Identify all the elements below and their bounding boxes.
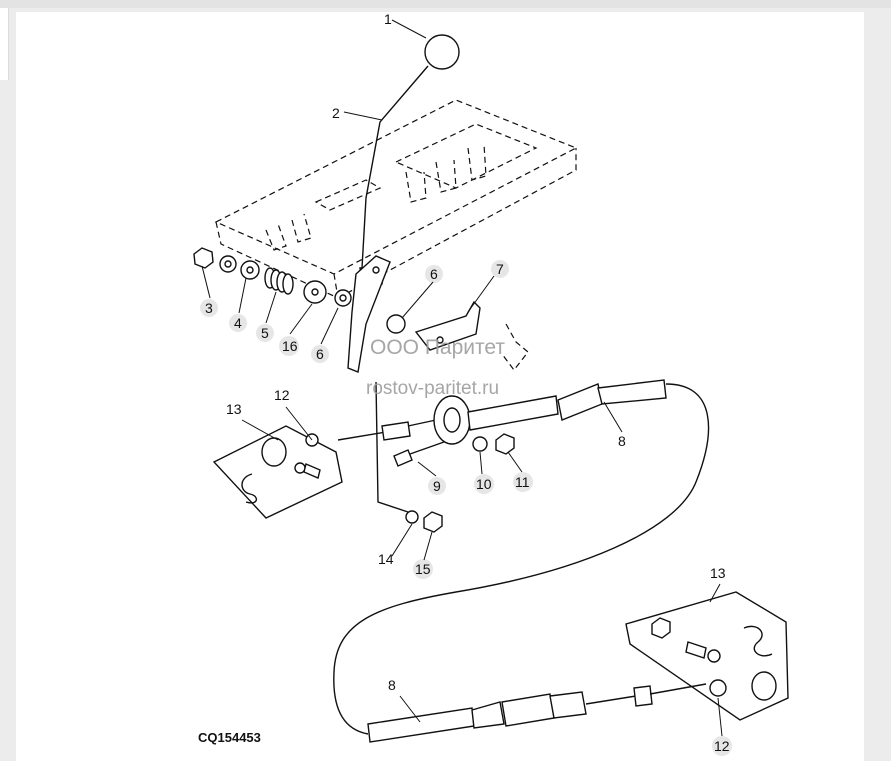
- callout-washer-top: 4: [234, 315, 242, 331]
- callout-labels: 1 2 3 4 5 16 6 6 7 8 9 10 11 12 13 14 15…: [205, 12, 730, 754]
- left-strip: [0, 8, 9, 80]
- callout-nut-bottom: 15: [415, 561, 431, 577]
- callout-washer-left: 6: [316, 346, 324, 362]
- lower-hardware: [405, 510, 443, 533]
- lever-bracket: [347, 255, 481, 513]
- callout-kit-upper: 13: [226, 401, 242, 417]
- callout-lock-washer: 10: [476, 476, 492, 492]
- callout-bolt: 9: [433, 478, 441, 494]
- hardware-stack: [193, 247, 352, 307]
- upper-cable-assembly: [333, 379, 710, 735]
- callout-washer-16: 16: [282, 338, 298, 354]
- figure-code: CQ154453: [198, 730, 261, 745]
- watermark-site: rostov-paritet.ru: [366, 378, 499, 399]
- leader-lines: [201, 19, 723, 737]
- callout-backgrounds: [200, 260, 732, 756]
- top-bar: [0, 0, 891, 8]
- diagram-panel: 1 2 3 4 5 16 6 6 7 8 9 10 11 12 13 14 15…: [16, 12, 864, 761]
- callout-washer-right: 6: [430, 266, 438, 282]
- callout-knob: 1: [384, 12, 392, 27]
- knob: [424, 34, 460, 70]
- callout-kit-lower: 13: [710, 565, 726, 581]
- callout-nut-mid: 11: [515, 474, 530, 490]
- callout-cable-lower: 8: [388, 677, 396, 693]
- callout-spring: 5: [261, 325, 269, 341]
- callout-clip: 14: [378, 551, 394, 567]
- tray-outline: [214, 99, 578, 371]
- callout-lever: 2: [332, 105, 340, 121]
- callout-ball-joint-lower: 12: [714, 738, 730, 754]
- kit-box-lower: [625, 591, 789, 721]
- lower-cable-assembly: [367, 679, 727, 743]
- shift-lever-assembly: [359, 34, 460, 285]
- mid-hardware: [393, 433, 515, 467]
- callout-nut-top: 3: [205, 300, 213, 316]
- watermark-company: ООО Паритет: [370, 336, 505, 359]
- parts-diagram: 1 2 3 4 5 16 6 6 7 8 9 10 11 12 13 14 15…: [193, 12, 789, 756]
- callout-bracket: 7: [496, 261, 504, 277]
- callout-cable-upper: 8: [618, 433, 626, 449]
- callout-ball-joint-upper: 12: [274, 387, 290, 403]
